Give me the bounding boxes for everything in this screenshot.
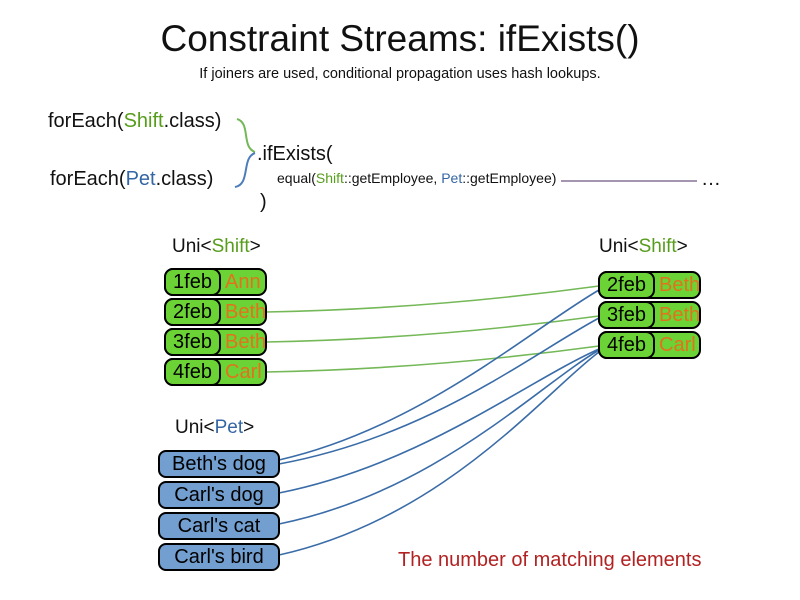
shift-employee-cell: Beth (659, 303, 701, 326)
title-text: Uni< (599, 236, 639, 257)
right-shift-row-2feb: 2feb Beth (598, 271, 701, 299)
note-text: The number of matching elements in the s… (398, 485, 740, 600)
left-shift-row-2feb: 2feb Beth (164, 298, 267, 326)
shift-date-cell: 4feb (598, 331, 655, 359)
shift-date-cell: 1feb (164, 268, 221, 296)
code-equal-joiner: equal(Shift::getEmployee, Pet::getEmploy… (277, 170, 556, 186)
blue-connector-carlsbird-4feb (278, 351, 600, 556)
pet-type-label: Pet (214, 417, 244, 438)
green-connector-2feb (265, 285, 600, 313)
shift-type-label: Shift (211, 236, 250, 257)
left-shift-row-4feb: 4feb Carl (164, 358, 267, 386)
shift-employee-cell: Carl (659, 333, 696, 356)
shift-class-keyword: Shift (315, 170, 344, 186)
code-text: equal( (277, 170, 316, 186)
code-text: .class) (163, 110, 222, 132)
code-close-paren: ) (260, 191, 267, 213)
shift-employee-cell: Carl (225, 360, 262, 383)
blue-connector-carlsdog-4feb (278, 348, 600, 494)
shift-date-cell: 3feb (164, 328, 221, 356)
pet-row-carls-dog: Carl's dog (158, 481, 280, 509)
pet-class-keyword: Pet (441, 170, 463, 186)
title-text: > (249, 236, 261, 257)
code-text: .class) (155, 168, 214, 190)
pet-class-keyword: Pet (125, 168, 156, 190)
brace-bottom-blue (234, 152, 256, 188)
title-text: > (243, 417, 255, 438)
blue-connector-carlscat-4feb (278, 349, 600, 525)
title-text: Uni< (175, 417, 215, 438)
blue-connector-bethsdog-3feb (278, 317, 600, 465)
shift-date-cell: 2feb (164, 298, 221, 326)
code-foreach-shift: forEach(Shift.class) (48, 110, 221, 133)
shift-date-cell: 3feb (598, 301, 655, 329)
shift-employee-cell: Beth (225, 330, 267, 353)
shift-employee-cell: Beth (659, 273, 701, 296)
shift-date-cell: 2feb (598, 271, 655, 299)
right-shift-table-title: Uni<Shift> (599, 236, 688, 258)
left-shift-table-title: Uni<Shift> (172, 236, 261, 258)
blue-connector-bethsdog-2feb (278, 289, 600, 461)
code-text: ::getEmployee) (462, 170, 557, 186)
pet-row-beths-dog: Beth's dog (158, 450, 280, 478)
shift-type-label: Shift (638, 236, 677, 257)
left-shift-row-3feb: 3feb Beth (164, 328, 267, 356)
shift-date-cell: 4feb (164, 358, 221, 386)
green-connector-4feb (265, 345, 600, 373)
pet-row-carls-bird: Carl's bird (158, 543, 280, 571)
pet-table-title: Uni<Pet> (175, 417, 254, 439)
shift-employee-cell: Ann (225, 270, 261, 293)
green-connector-3feb (265, 315, 600, 343)
ellipsis-continuation: … (701, 168, 721, 190)
shift-class-keyword: Shift (123, 110, 164, 132)
code-text: ::getEmployee, (343, 170, 442, 186)
title-text: > (676, 236, 688, 257)
shift-employee-cell: Beth (225, 300, 267, 323)
slide-subtitle: If joiners are used, conditional propaga… (199, 66, 601, 82)
right-shift-row-3feb: 3feb Beth (598, 301, 701, 329)
right-shift-row-4feb: 4feb Carl (598, 331, 701, 359)
code-text: forEach( (50, 168, 126, 190)
code-text: forEach( (48, 110, 124, 132)
left-shift-row-1feb: 1feb Ann (164, 268, 267, 296)
code-foreach-pet: forEach(Pet.class) (50, 168, 213, 191)
note-line-1: The number of matching elements (398, 549, 702, 571)
slide-title: Constraint Streams: ifExists() (160, 18, 640, 59)
pet-row-carls-cat: Carl's cat (158, 512, 280, 540)
code-ifexists: .ifExists( (257, 143, 333, 165)
title-text: Uni< (172, 236, 212, 257)
brace-top-green (236, 118, 256, 153)
